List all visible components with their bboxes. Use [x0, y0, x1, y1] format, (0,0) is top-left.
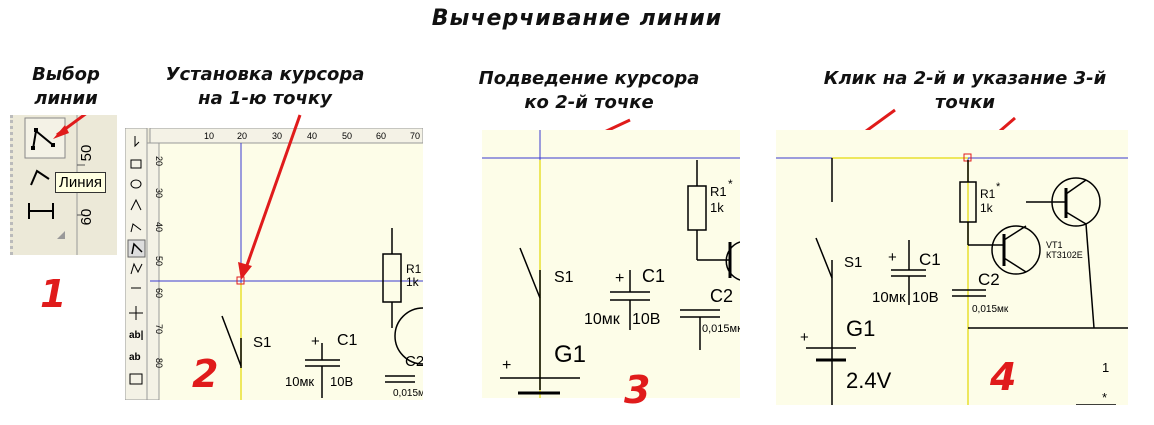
caption-3-line-1: Подведение курсора	[478, 68, 700, 89]
plus-sign-g1-4: +	[800, 329, 809, 346]
ruler-top-50: 50	[342, 131, 352, 141]
label-c2: C2	[405, 353, 423, 370]
ruler-left-80: 80	[154, 358, 164, 368]
editor-panel-3: S1 + C1 10мк 10В C2 0,015мк R1 * 1k G1 +	[482, 130, 742, 398]
line-tool-small-icon	[131, 242, 143, 255]
label-c1-voltage: 10В	[330, 374, 353, 389]
label-c1-3: C1	[642, 266, 665, 286]
ruler-top-70: 70	[410, 131, 420, 141]
editor-panel-2: 10 20 30 40 50 60 70 20 30 40 50 60 70 8…	[124, 127, 430, 401]
toolbar-panel: 50 60 Линия	[10, 105, 117, 255]
ruler-label-60: 60	[78, 209, 95, 226]
label-vt1-type: КТ3102Е	[1046, 250, 1083, 260]
caption-2-line-2: на 1-ю точку	[198, 88, 332, 109]
label-vt1: VT1	[1046, 240, 1063, 250]
line-tool-tooltip: Линия	[55, 172, 107, 193]
editor-canvas-2: 10 20 30 40 50 60 70 20 30 40 50 60 70 8…	[124, 127, 430, 401]
label-g1-3: G1	[554, 341, 586, 368]
caption-3-line-2: ко 2-й точке	[524, 92, 654, 113]
step-number-3: 3	[624, 368, 651, 412]
step-number-1: 1	[40, 272, 67, 316]
ruler-top-40: 40	[307, 131, 317, 141]
label-r1-3: R1	[710, 184, 727, 199]
ruler-top-60: 60	[376, 131, 386, 141]
plus-sign-3: +	[615, 270, 624, 287]
label-r1-4: R1	[980, 187, 996, 201]
step-number-2: 2	[192, 352, 219, 396]
label-c1-voltage-4: 10В	[912, 289, 939, 306]
text-tool-icon[interactable]: ab|	[129, 330, 144, 341]
resistor-r1-3	[687, 185, 707, 231]
label-g1-value: 2.4V	[846, 368, 892, 393]
caption-1-line-2: линии	[34, 88, 98, 109]
zigzag-tool-icon[interactable]	[130, 262, 143, 275]
transistor-outline	[394, 307, 424, 365]
label-c1-4: C1	[919, 250, 941, 269]
label-star: *	[1102, 390, 1107, 405]
plus-sign: +	[311, 333, 320, 350]
switch-s1-3	[519, 247, 541, 299]
toolbar-graphic: 50 60	[24, 105, 96, 255]
ruler-top-20: 20	[237, 131, 247, 141]
polyline-tool-icon[interactable]	[30, 169, 50, 186]
label-num-1: 1	[1102, 360, 1109, 375]
step-number-4: 4	[990, 355, 1017, 399]
line-tool-active-button[interactable]	[127, 239, 146, 258]
caption-step-2: Установка курсора на 1-ю точку	[135, 63, 395, 111]
label-c1-value-4: 10мк	[872, 289, 906, 306]
caption-step-3: Подведение курсора ко 2-й точке	[455, 67, 723, 115]
label-r1-value-3: 1k	[710, 200, 724, 215]
plus-sign-g1-3: +	[502, 357, 511, 374]
text-frame-tool-icon[interactable]: ab	[129, 352, 141, 363]
transistor-vt1	[991, 225, 1041, 275]
ruler-left-20: 20	[154, 156, 164, 166]
label-c2-4: C2	[978, 270, 1000, 289]
bezier-tool-icon[interactable]	[130, 223, 142, 233]
page-title: Вычерчивание линии	[431, 6, 723, 31]
image-tool-icon[interactable]	[129, 373, 143, 385]
label-r1-star-4: *	[996, 181, 1001, 193]
label-g1-4: G1	[846, 316, 875, 341]
label-c1-value-3: 10мк	[584, 311, 621, 328]
caption-4-line-2: точки	[935, 92, 995, 113]
label-c2-value-4: 0,015мк	[972, 304, 1009, 315]
editor-canvas-4: S1 + C1 10мк 10В C2 0,015мк R1 * 1k VT1 …	[776, 153, 1128, 406]
caption-4-line-1: Клик на 2-й и указание 3-й	[823, 68, 1107, 89]
polygon-tool-icon[interactable]	[130, 198, 142, 211]
caption-step-4: Клик на 2-й и указание 3-й точки	[790, 67, 1140, 115]
caption-1-line-1: Выбор	[32, 64, 100, 85]
editor-panel-4: S1 + C1 10мк 10В C2 0,015мк R1 * 1k VT1 …	[776, 130, 1128, 406]
label-r1-value-4: 1k	[980, 201, 994, 215]
label-r1: R1	[406, 262, 422, 276]
label-c2-value: 0,015мк	[393, 388, 423, 399]
caption-step-1: Выбор линии	[18, 63, 114, 111]
ellipse-tool-icon[interactable]	[130, 179, 142, 189]
label-s1: S1	[253, 334, 271, 351]
caption-2-line-1: Установка курсора	[165, 64, 365, 85]
ruler-left-70: 70	[154, 324, 164, 334]
label-c1-value: 10мк	[285, 374, 314, 389]
switch-s1-4	[815, 237, 833, 279]
label-s1-3: S1	[554, 269, 574, 286]
ruler-left-50: 50	[154, 256, 164, 266]
plus-sign-4: +	[888, 249, 897, 266]
ruler-left-30: 30	[154, 188, 164, 198]
ruler-left-60: 60	[154, 288, 164, 298]
label-r1-value: 1k	[406, 275, 420, 289]
arrow-head-icon	[53, 125, 69, 139]
label-s1-4: S1	[844, 254, 862, 271]
label-c2-value-3: 0,015мк	[702, 323, 740, 335]
ruler-label-50: 50	[78, 145, 95, 162]
rectangle-tool-icon[interactable]	[130, 159, 142, 169]
ruler-top-30: 30	[272, 131, 282, 141]
pointer-tool-icon[interactable]	[134, 136, 140, 148]
label-r1-star-3: *	[728, 177, 733, 191]
label-c1-voltage-3: 10В	[632, 311, 660, 328]
switch-s1	[221, 315, 242, 367]
label-c2-3: C2	[710, 286, 733, 306]
ruler-top-10: 10	[204, 131, 214, 141]
editor-canvas-3: S1 + C1 10мк 10В C2 0,015мк R1 * 1k G1 +	[482, 130, 742, 398]
ruler-left-40: 40	[154, 222, 164, 232]
label-c1: C1	[337, 332, 358, 349]
